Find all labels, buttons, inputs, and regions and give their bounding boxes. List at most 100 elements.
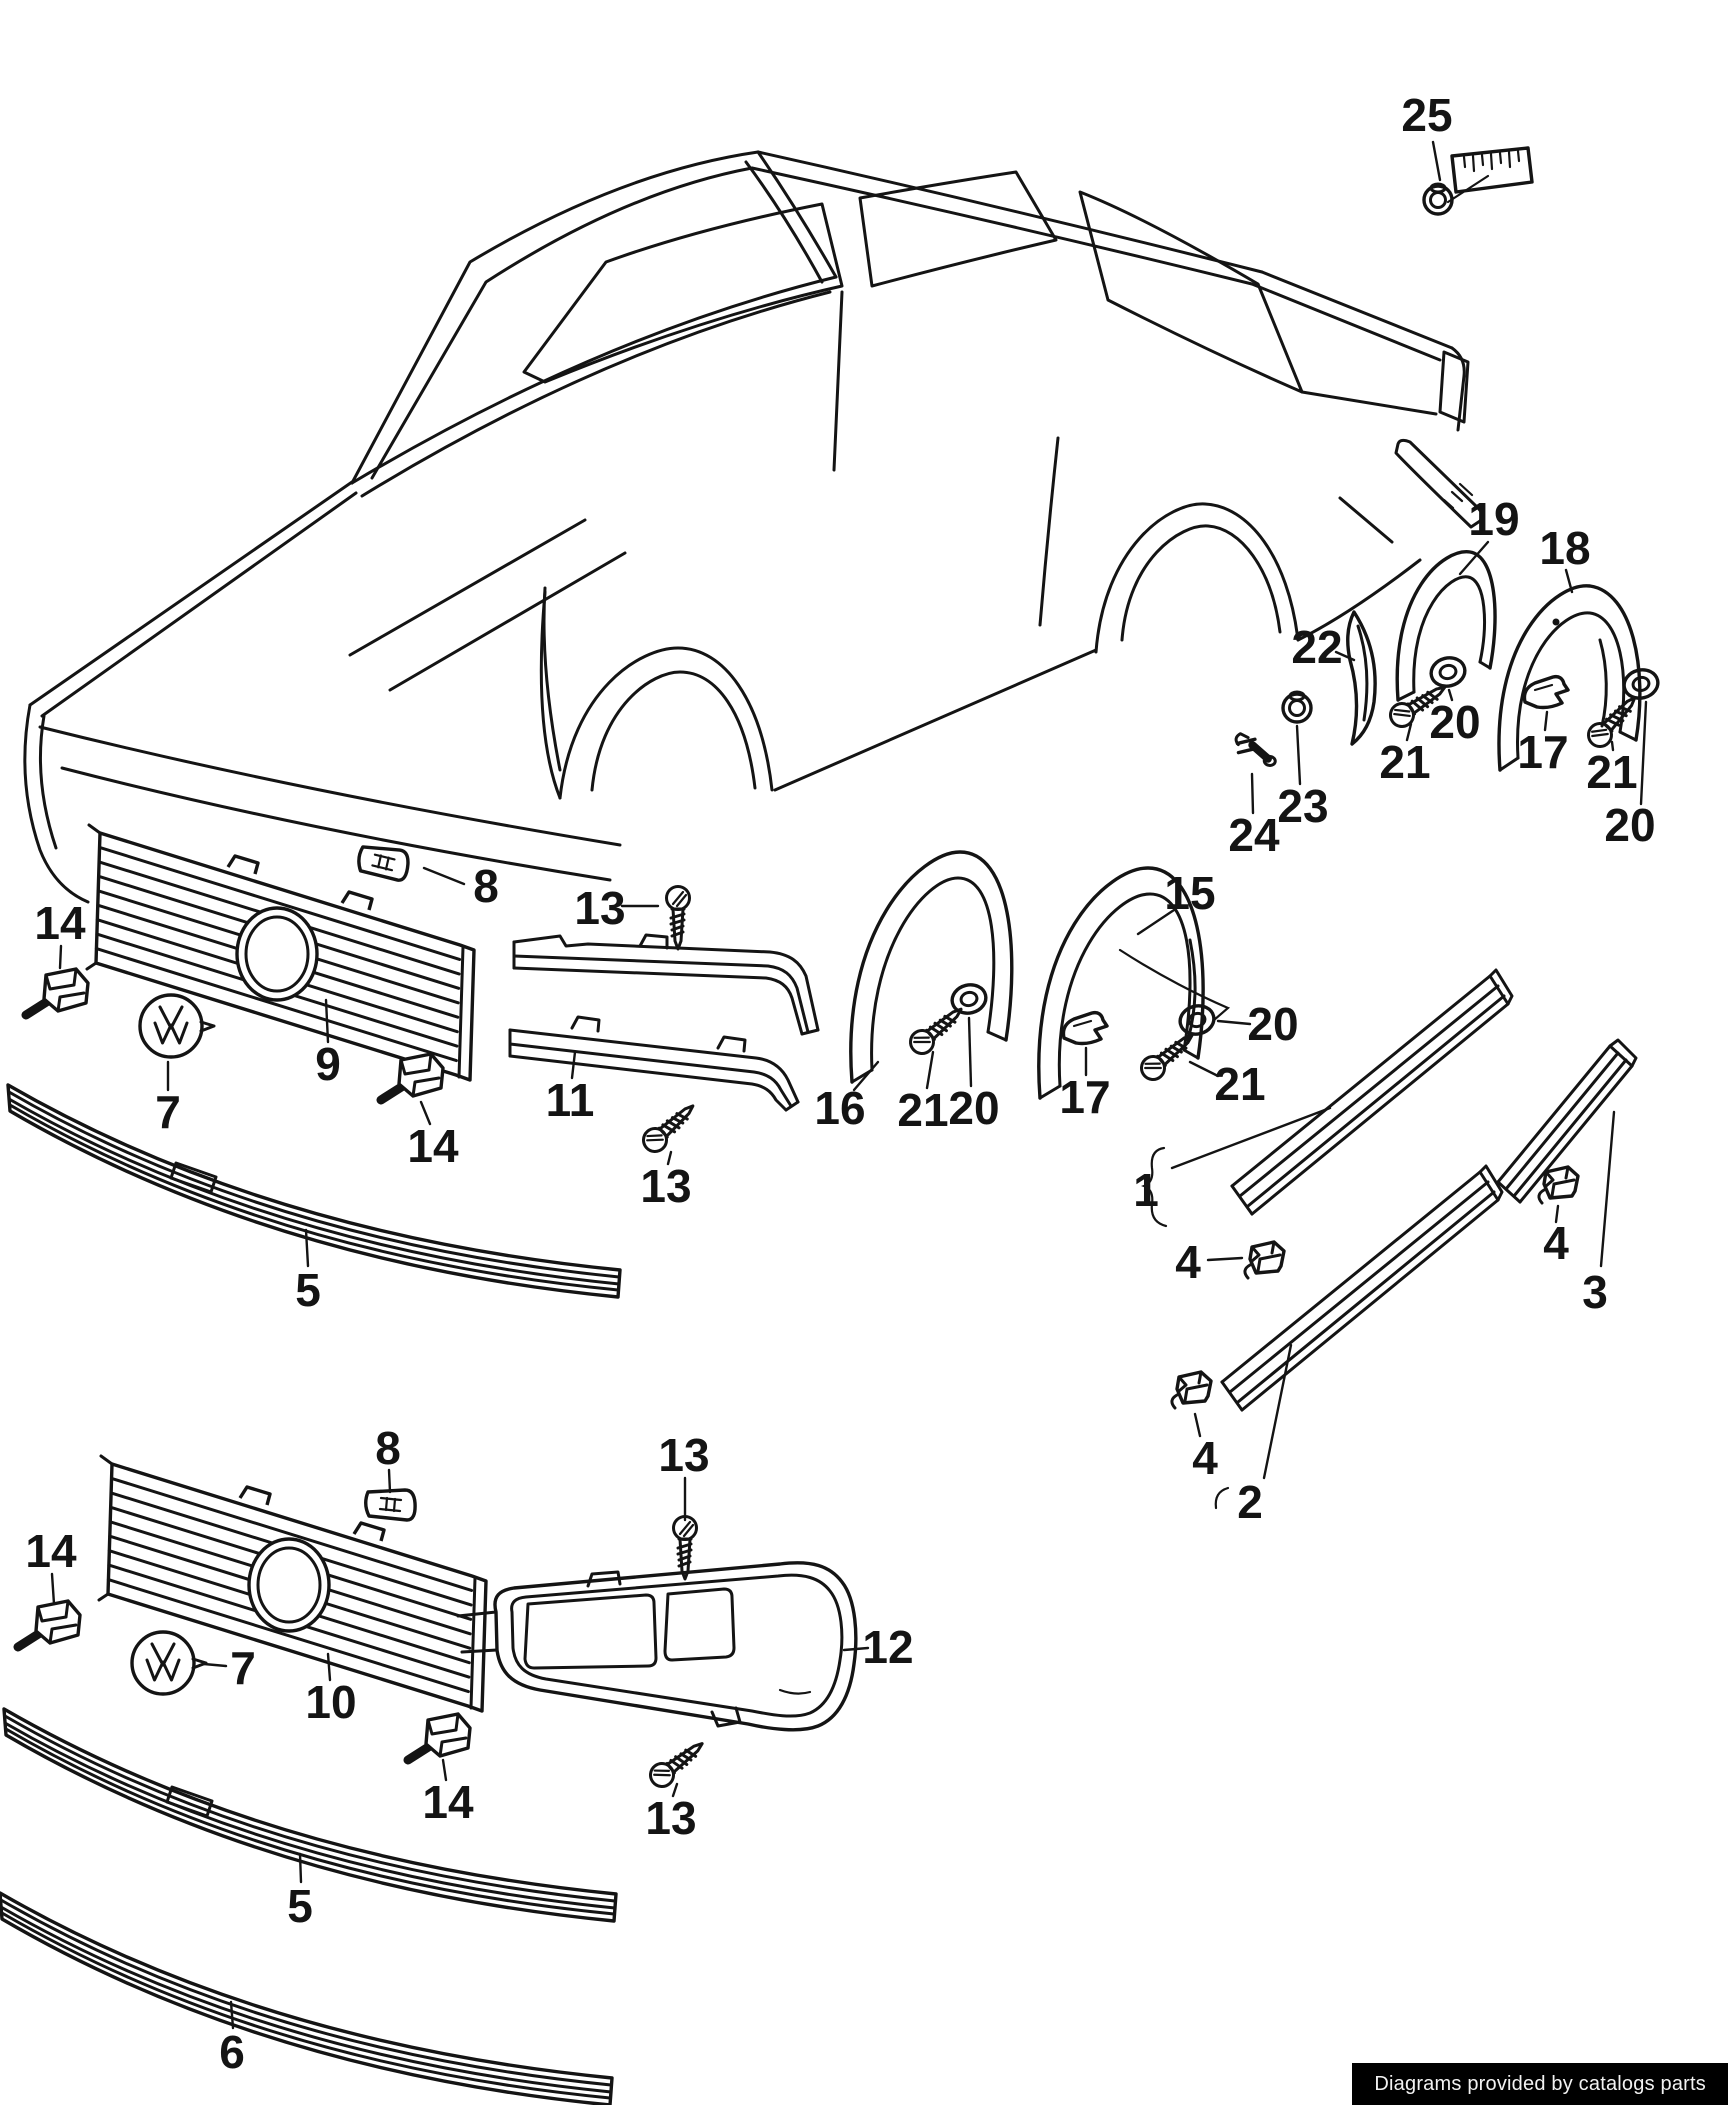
part-number-label: 4 [1175,1236,1201,1288]
part-number-label: 21 [1214,1058,1265,1110]
callout-part-20: 20 [1604,700,1656,851]
part-number-label: 12 [862,1621,913,1673]
side-molding-1 [1230,968,1514,1216]
screw-13-bezel-bottom [644,1733,711,1793]
part-number-label: 14 [34,897,86,949]
part-number-label: 3 [1582,1266,1608,1318]
callout-part-13: 13 [645,1782,697,1844]
part-number-label: 22 [1291,621,1342,673]
molding-clip-4b [1170,1370,1213,1410]
car-body-line-art [23,150,1484,904]
part-number-label: 21 [1379,736,1430,788]
callout-part-13: 13 [574,882,660,934]
callout-part-19: 19 [1458,493,1520,576]
callout-part-7: 7 [202,1642,256,1694]
washer-20-front-right [1175,1000,1219,1040]
part-number-label: 5 [295,1264,321,1316]
spring-clip-14-upper-left [26,969,88,1015]
vw-emblem-7-lower [130,1630,208,1696]
callout-part-22: 22 [1291,621,1356,673]
plate-clip-8-upper [355,842,412,883]
part-number-label: 4 [1192,1432,1218,1484]
screw-21-rear-right [1582,688,1645,753]
side-molding-2 [1220,1164,1504,1412]
screw-21-front-right [1135,1024,1201,1086]
plate-clip-8-lower [364,1488,417,1522]
part-number-label: 1 [1133,1164,1159,1216]
bumper-strip-5-lower [2,1707,618,1923]
part-number-label: 5 [287,1880,313,1932]
spring-clip-14-lower-right [408,1714,470,1760]
callout-part-2: 2 [1237,1343,1293,1528]
molding-clip-4a [1243,1240,1286,1280]
callout-part-8: 8 [422,860,499,912]
wheel-arch-trim-front-15 [1037,866,1231,1100]
part-number-label: 8 [375,1422,401,1474]
vw-emblem-7-upper [138,993,216,1059]
part-number-label: 15 [1164,867,1215,919]
callout-part-8: 8 [375,1422,401,1494]
callout-part-25: 25 [1401,89,1453,182]
part-number-label: 25 [1401,89,1452,141]
callout-part-20: 20 [1429,688,1481,748]
spring-clip-14-upper-right [381,1054,443,1100]
watermark-text: Diagrams provided by catalogs parts [1374,2072,1706,2095]
callout-part-1: 1 [1133,1106,1332,1216]
part-number-label: 19 [1468,493,1519,545]
part-number-label: 24 [1228,809,1280,861]
callout-part-21: 21 [1188,1058,1266,1110]
callout-part-14: 14 [407,1100,459,1172]
part-number-label: 13 [574,882,625,934]
callout-part-14: 14 [25,1525,77,1606]
callout-part-12: 12 [842,1621,914,1673]
callout-part-7: 7 [155,1060,181,1138]
callout-part-21: 21 [1379,722,1431,788]
arch-trim-strip-22 [1346,610,1377,746]
part-number-label: 2 [1237,1476,1263,1528]
part-number-label: 17 [1517,726,1568,778]
part-number-label: 13 [658,1429,709,1481]
part-number-label: 6 [219,2026,245,2078]
part-number-label: 7 [155,1086,181,1138]
part-number-label: 9 [315,1038,341,1090]
callout-part-13: 13 [640,1150,692,1212]
hook-part-2 [1214,1486,1230,1510]
callout-part-4: 4 [1543,1204,1569,1269]
callout-part-15: 15 [1136,867,1216,936]
callout-part-23: 23 [1277,724,1329,832]
callout-part-11: 11 [546,1050,595,1126]
callout-part-14: 14 [34,897,86,970]
callout-part-5: 5 [295,1228,321,1316]
part-number-label: 20 [1429,696,1480,748]
part-number-label: 21 [897,1084,948,1136]
retainer-17-front [1061,1010,1109,1046]
callout-part-13: 13 [658,1429,710,1522]
part-number-label: 13 [645,1792,696,1844]
callout-part-18: 18 [1539,522,1591,594]
headlight-trim-11-upper [512,933,820,1036]
trim-gauge-part-25 [1422,146,1534,216]
part-number-label: 7 [230,1642,256,1694]
part-number-label: 20 [1604,799,1655,851]
washer-20-rear-left [1426,652,1470,692]
callout-part-16: 16 [814,1060,880,1134]
part-number-label: 17 [1059,1071,1110,1123]
headlight-bezel-12 [456,1561,858,1732]
callout-part-4: 4 [1192,1412,1218,1484]
retainer-17-rear [1522,674,1570,710]
rivet-clip-24 [1234,733,1278,766]
part-number-label: 20 [948,1082,999,1134]
callout-part-3: 3 [1582,1110,1616,1318]
part-number-label: 16 [814,1082,865,1134]
part-number-label: 14 [422,1776,474,1828]
grommet-23 [1281,690,1313,724]
part-number-label: 11 [546,1074,595,1126]
part-number-label: 10 [305,1676,356,1728]
screw-13-lower [637,1095,703,1158]
callout-part-14: 14 [422,1758,474,1828]
headlight-trim-11-lower [508,1015,800,1112]
callout-part-17: 17 [1059,1046,1111,1123]
spring-clip-14-lower-left [18,1601,80,1647]
part-number-label: 23 [1277,780,1328,832]
